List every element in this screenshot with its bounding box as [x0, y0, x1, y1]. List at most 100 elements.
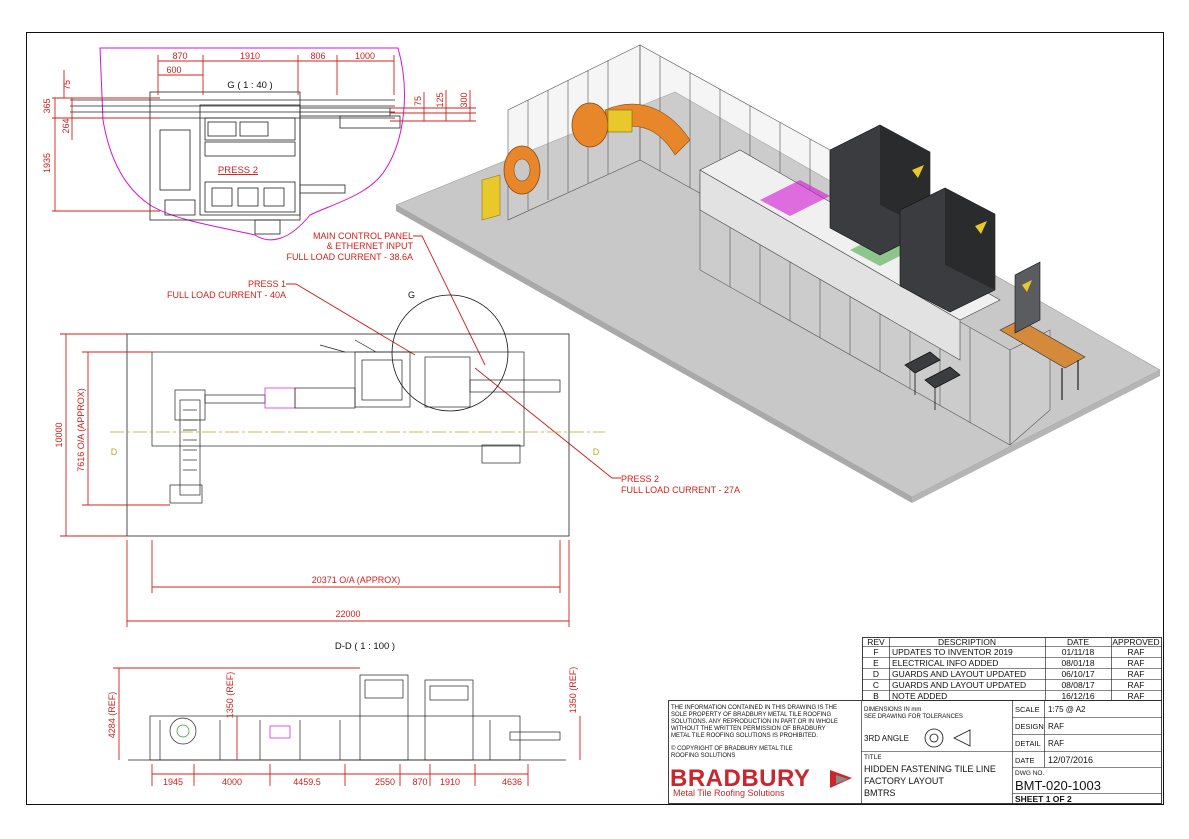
date-value: 12/07/2016	[1048, 755, 1093, 765]
dim-22000: 22000	[335, 609, 360, 619]
dim-4459: 4459.5	[293, 777, 321, 787]
disclaimer-line2: SOLE PROPERTY OF BRADBURY METAL TILE ROO…	[671, 712, 831, 718]
main-panel-line1: MAIN CONTROL PANEL	[313, 231, 413, 241]
rev-row-f-by: RAF	[1128, 647, 1145, 657]
isometric-view	[395, 44, 1161, 503]
dim-870-dd: 870	[412, 777, 427, 787]
date-label: DATE	[1015, 756, 1034, 765]
section-dd-title: D-D ( 1 : 100 )	[335, 641, 395, 652]
dim-1350-mid: 1350 (REF)	[225, 672, 235, 719]
rev-row-f-rev: F	[873, 647, 878, 657]
design-value: RAF	[1048, 722, 1064, 731]
detail-g-right-dims: 75 125 300	[390, 90, 476, 122]
press-2-label: PRESS 2	[218, 165, 258, 176]
detail-machine	[70, 91, 401, 235]
sheet-border	[26, 32, 1164, 805]
dim-870: 870	[172, 51, 187, 61]
dim-264: 264	[61, 118, 71, 133]
rev-row-e-date: 08/01/18	[1061, 658, 1094, 668]
section-marker-right: D	[593, 447, 600, 457]
main-panel-line3: FULL LOAD CURRENT - 38.6A	[286, 252, 413, 262]
callout-main-panel: MAIN CONTROL PANEL & ETHERNET INPUT FULL…	[286, 231, 486, 366]
rev-header-date: DATE	[1067, 637, 1089, 647]
rev-row-e-rev: E	[873, 658, 879, 668]
dim-75-left: 75	[62, 80, 72, 90]
iso-floor-edge	[396, 205, 912, 503]
dim-4000: 4000	[222, 777, 242, 787]
dim-7616: 7616 O/A (APPROX)	[76, 388, 86, 472]
rev-row-e-by: RAF	[1128, 658, 1145, 668]
dim-806: 806	[310, 51, 325, 61]
logo-tagline: Metal Tile Roofing Solutions	[673, 788, 785, 798]
rev-row-d-date: 06/10/17	[1061, 669, 1094, 679]
iso-operator-stand	[904, 351, 961, 410]
detail-g-left-dims: 75 365 264 1935	[42, 70, 160, 212]
rev-row-c-desc: GUARDS AND LAYOUT UPDATED	[892, 680, 1026, 690]
callout-press-2: PRESS 2 FULL LOAD CURRENT - 27A	[474, 367, 740, 495]
disclaimer-line4: WITHOUT THE WRITTEN PERMISSION OF BRADBU…	[671, 726, 826, 732]
detail-g-circle	[391, 294, 509, 412]
plan-floor-outline	[126, 333, 570, 537]
press2-line2: FULL LOAD CURRENT - 27A	[621, 485, 740, 495]
logo-wordmark: BRADBURY	[670, 765, 810, 792]
logo-mark-icon	[830, 770, 852, 788]
dim-2550: 2550	[375, 777, 395, 787]
title-line3: BMTRS	[864, 788, 896, 798]
dwg-no-label: DWG NO.	[1015, 770, 1044, 777]
rev-row-b-by: RAF	[1128, 691, 1145, 701]
title-label: TITLE	[864, 754, 882, 761]
dim-4636: 4636	[502, 777, 522, 787]
rev-row-b-rev: B	[873, 691, 879, 701]
rev-row-d-by: RAF	[1128, 669, 1145, 679]
dim-10000: 10000	[54, 422, 64, 447]
scale-value: 1:75 @ A2	[1048, 705, 1086, 714]
plan-machine-line	[169, 351, 561, 504]
rev-row-f-date: 01/11/18	[1062, 647, 1095, 657]
sheet-number: SHEET 1 OF 2	[1015, 794, 1072, 804]
rev-row-c-date: 08/08/17	[1061, 680, 1094, 690]
press1-line1: PRESS 1	[248, 279, 286, 289]
plan-view: G D D	[54, 290, 605, 627]
dim-300: 300	[459, 92, 469, 107]
title-line2: FACTORY LAYOUT	[864, 776, 944, 786]
dim-4284: 4284 (REF)	[107, 692, 117, 739]
rev-row-d-desc: GUARDS AND LAYOUT UPDATED	[892, 669, 1026, 679]
detail-g-view: G ( 1 : 40 ) PRESS 2 870 1910 806 1000 6…	[42, 47, 476, 241]
dim-20371: 20371 O/A (APPROX)	[312, 575, 401, 585]
iso-coil-decoiler	[571, 102, 609, 148]
rev-row-b-desc: NOTE ADDED	[892, 691, 947, 701]
disclaimer-line1: THE INFORMATION CONTAINED IN THIS DRAWIN…	[671, 705, 837, 711]
rev-header-approved: APPROVED	[1112, 637, 1159, 647]
projection-label: 3RD ANGLE	[864, 734, 909, 743]
iso-press-2	[899, 187, 996, 313]
detail-g-top-dims: 870 1910 806 1000 600	[157, 51, 395, 95]
revision-table: REV DESCRIPTION DATE APPROVED F UPDATES …	[862, 637, 1162, 701]
rev-row-c-by: RAF	[1128, 680, 1145, 690]
rev-row-d-rev: D	[873, 669, 879, 679]
detail-value: RAF	[1048, 739, 1064, 748]
section-marker-left: D	[111, 447, 118, 457]
plan-dims: 10000 7616 O/A (APPROX) 20371 O/A (APPRO…	[54, 333, 570, 627]
disclaimer-line5: METAL TILE ROOFING SOLUTIONS IS PROHIBIT…	[671, 733, 818, 739]
callout-press-1: PRESS 1 FULL LOAD CURRENT - 40A	[167, 279, 416, 356]
press1-line2: FULL LOAD CURRENT - 40A	[167, 290, 286, 300]
rev-row-e-desc: ELECTRICAL INFO ADDED	[892, 658, 998, 668]
dim-1350-right: 1350 (REF)	[568, 667, 578, 714]
main-panel-line2: & ETHERNET INPUT	[327, 241, 414, 251]
dwg-no-value: BMT-020-1003	[1015, 778, 1101, 793]
third-angle-projection-icon	[924, 728, 971, 748]
scale-label: SCALE	[1015, 705, 1040, 714]
rev-header-description: DESCRIPTION	[938, 637, 996, 647]
disclaimer-line3: SOLUTIONS. ANY REPRODUCTION IN PART OR I…	[671, 719, 838, 725]
dim-1945: 1945	[163, 777, 183, 787]
rev-row-c-rev: C	[873, 680, 879, 690]
dim-1910-dd: 1910	[440, 777, 460, 787]
dim-75-right: 75	[413, 96, 423, 106]
dim-600: 600	[166, 65, 181, 75]
iso-runout-conveyor	[999, 319, 1086, 369]
detail-label: DETAIL	[1015, 739, 1041, 748]
rev-header-rev: REV	[867, 637, 885, 647]
dim-125: 125	[435, 92, 445, 107]
copyright-line2: ROOFING SOLUTIONS	[671, 753, 735, 759]
